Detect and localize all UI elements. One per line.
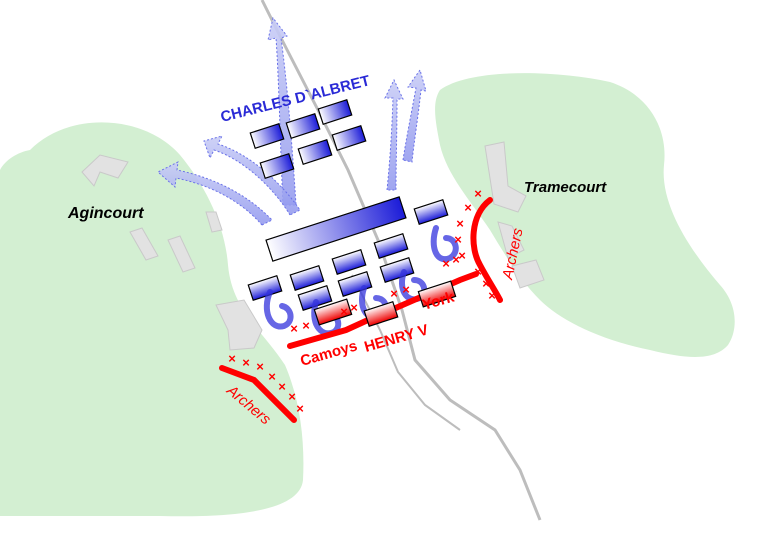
archer-stake-icon: × (256, 359, 264, 374)
archer-stake-icon: × (288, 389, 296, 404)
archer-stake-icon: × (278, 379, 286, 394)
archer-stake-icon: × (488, 288, 496, 303)
archer-stake-icon: × (482, 276, 490, 291)
french-unit (259, 153, 295, 179)
building (205, 211, 223, 233)
french-unit (317, 99, 353, 125)
archer-stake-icon: × (340, 304, 348, 319)
archer-stake-icon: × (454, 232, 462, 247)
road (260, 0, 542, 521)
archer-stakes: × × × × × × × × × × × × × × × × × × × × … (228, 186, 496, 416)
french-rear-blocks (249, 99, 367, 179)
building (497, 221, 525, 259)
archer-stake-icon: × (456, 216, 464, 231)
retreat-arrow-icon (157, 161, 273, 226)
archer-stake-icon: × (350, 300, 358, 315)
archer-stake-icon: × (242, 355, 250, 370)
flank-arrow-icon (430, 225, 459, 263)
archer-stake-icon: × (452, 252, 460, 267)
retreat-arrow-icon (384, 78, 404, 191)
archer-stake-icon: × (302, 318, 310, 333)
english-unit (313, 298, 353, 326)
archer-stake-icon: × (442, 256, 450, 271)
french-unit (413, 199, 449, 225)
archer-stake-icon: × (474, 264, 482, 279)
archer-stake-icon: × (390, 286, 398, 301)
building (215, 299, 263, 351)
archer-stake-icon: × (402, 282, 410, 297)
english-line (287, 271, 479, 349)
building (511, 259, 545, 289)
wood-agincourt (0, 122, 304, 517)
french-unit (249, 123, 285, 149)
retreat-arrow-icon (402, 68, 427, 163)
flank-arrow-icon (263, 289, 294, 330)
archer-stake-icon: × (464, 200, 472, 215)
buildings (81, 141, 545, 351)
french-unit (331, 249, 367, 275)
french-unit (373, 233, 409, 259)
archer-stake-icon: × (458, 248, 466, 263)
english-unit (363, 301, 399, 327)
wood-tramecourt (435, 73, 735, 357)
french-unit (285, 113, 321, 139)
french-main-line (265, 196, 407, 262)
label-village-tramecourt: Tramecourt (524, 179, 607, 196)
archer-stake-icon: × (474, 186, 482, 201)
building (81, 154, 129, 187)
french-unit (297, 139, 333, 165)
archer-line-left (219, 365, 297, 423)
building (129, 227, 159, 261)
building (484, 141, 527, 213)
building (167, 235, 196, 273)
french-front-blocks (247, 199, 449, 311)
french-unit (331, 125, 367, 151)
archer-stake-icon: × (290, 321, 298, 336)
archer-stake-icon: × (296, 401, 304, 416)
french-unit (337, 271, 373, 297)
archer-stake-icon: × (268, 369, 276, 384)
label-village-agincourt: Agincourt (67, 205, 144, 222)
archer-stake-icon: × (228, 351, 236, 366)
french-unit (289, 265, 325, 291)
archer-line-right (470, 197, 503, 303)
retreat-arrow-icon (203, 135, 301, 216)
english-unit (417, 280, 457, 308)
